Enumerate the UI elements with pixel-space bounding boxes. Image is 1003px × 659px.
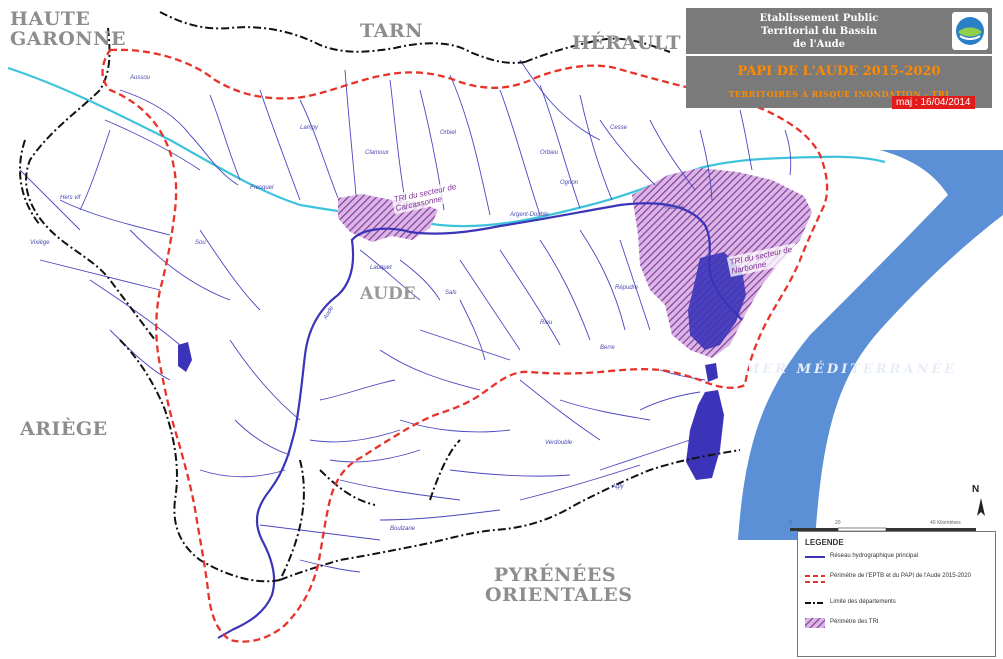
river-label: Rieu	[540, 320, 553, 326]
legend-box: LEGENDE Réseau hydrographique principal …	[797, 531, 996, 657]
canal-du-midi	[7, 66, 886, 228]
legend-label: Périmètre de l'EPTB et du PAPI de l'Aude…	[830, 573, 971, 579]
title-line2: Territorial du Bassin	[760, 26, 878, 37]
legend-item-dept: Limite des départements	[805, 598, 980, 608]
aude-lower	[217, 629, 233, 639]
river-label: Lauquet	[370, 265, 392, 271]
papi-title: PAPI DE L'AUDE 2015-2020	[737, 64, 941, 79]
dept-label-aude: AUDE	[360, 284, 416, 304]
north-label: N	[972, 484, 980, 495]
river-label: Sals	[445, 290, 457, 296]
river-label: Robine	[665, 205, 685, 211]
river-label: Argent-Double	[510, 212, 549, 218]
legend-eptb-symbol	[805, 572, 825, 583]
legend-label: Réseau hydrographique principal	[830, 553, 919, 559]
eptb-perimeter	[101, 48, 829, 643]
title-line3: de l'Aude	[792, 39, 846, 50]
legend-label: Périmètre des TRI	[830, 619, 879, 625]
river-label: Boulzane	[390, 526, 416, 532]
dept-label-pyrenees-orientales: PYRÉNÉES ORIENTALES	[485, 564, 633, 606]
scale-label-start: 0	[789, 520, 792, 526]
legend-label: Limite des départements	[830, 599, 896, 605]
lake-ariege	[178, 342, 192, 372]
etang-leucate	[686, 390, 724, 480]
river-label: Cesse	[610, 125, 628, 131]
dept-label-ariege: ARIÈGE	[20, 418, 108, 440]
legend-dept-symbol	[805, 598, 825, 608]
river-label: Agly	[612, 484, 624, 490]
river-label: Hers vif	[60, 195, 81, 201]
mediterranean-sea	[738, 150, 1003, 540]
dept-label-herault: HÉRAULT	[572, 32, 681, 54]
legend-item-eptb: Périmètre de l'EPTB et du PAPI de l'Aude…	[805, 572, 980, 583]
river-label: Lampy	[300, 125, 319, 131]
legend-river-symbol	[805, 552, 825, 562]
river-label: Répudre	[615, 285, 639, 291]
river-label: Aussou	[130, 75, 151, 81]
etang-small	[705, 363, 718, 382]
title-block: Etablissement Public Territorial du Bass…	[686, 8, 992, 108]
tri-title: TERRITOIRES À RISQUE INONDATION - TRI	[728, 89, 950, 99]
river-label: Clamoux	[365, 150, 389, 156]
river-label: Sou	[195, 240, 206, 246]
eptb-logo-icon	[952, 12, 988, 50]
title-agency: Etablissement Public Territorial du Bass…	[686, 8, 992, 54]
dept-label-tarn: TARN	[360, 20, 423, 42]
scale-label-mid: 20	[835, 520, 841, 526]
north-arrow-icon	[977, 498, 985, 516]
update-date-badge: maj : 16/04/2014	[892, 96, 975, 109]
scale-label-end: 40 Kilomètres	[930, 520, 961, 526]
river-label: Orbieu	[540, 150, 559, 156]
title-line1: Etablissement Public	[759, 13, 879, 24]
river-label: Fresquel	[250, 185, 274, 191]
department-boundaries	[19, 11, 741, 583]
river-label: Berre	[600, 345, 615, 351]
legend-title: LEGENDE	[805, 538, 844, 547]
aude-river	[231, 202, 743, 632]
river-label: Verdouble	[545, 440, 573, 446]
sea-label: MER MÉDITERRANÉE	[745, 362, 958, 377]
tributaries	[19, 59, 792, 573]
river-label: Ognon	[560, 180, 579, 186]
title-papi: PAPI DE L'AUDE 2015-2020 TERRITOIRES À R…	[686, 56, 992, 108]
river-label: Vixiège	[30, 240, 50, 246]
legend-tri-symbol	[805, 618, 825, 628]
river-label: Orbiel	[440, 130, 457, 136]
dept-label-haute-garonne: HAUTE GARONNE	[10, 8, 127, 50]
legend-item-tri: Périmètre des TRI	[805, 618, 980, 628]
legend-item-river: Réseau hydrographique principal	[805, 552, 980, 562]
